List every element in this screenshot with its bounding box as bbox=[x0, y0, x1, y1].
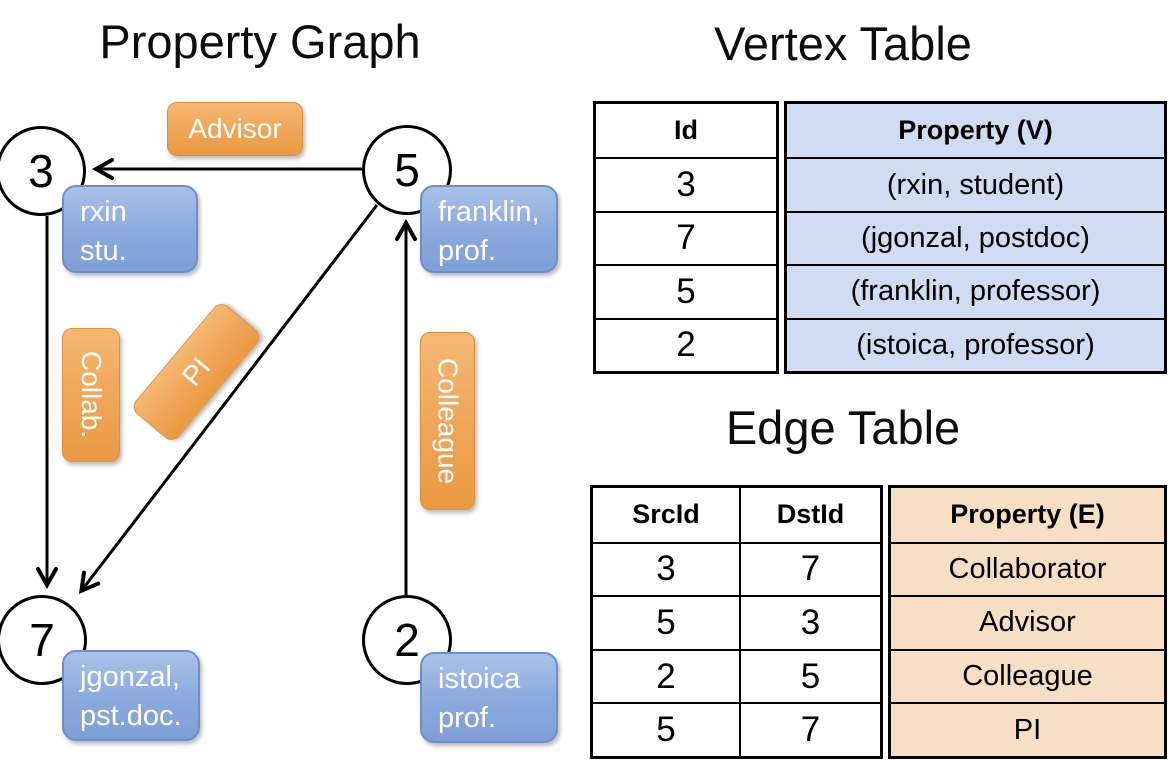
property-graph-title: Property Graph bbox=[99, 15, 421, 68]
table-row: 2 5 bbox=[593, 648, 880, 703]
edge-label-text: Colleague bbox=[432, 357, 464, 485]
vertex-table-property-cell: (franklin, professor) bbox=[787, 264, 1164, 317]
vertex-property-line: istoica bbox=[438, 663, 521, 695]
edge-table-property-header: Property (E) bbox=[950, 499, 1105, 530]
vertex-table-property-column: Property (V) (rxin, student) (jgonzal, p… bbox=[784, 101, 1167, 374]
edge-table-property-cell: Collaborator bbox=[891, 541, 1164, 596]
edge-table-srcid-cell: 2 bbox=[593, 648, 741, 703]
vertex-table-id-cell: 7 bbox=[596, 210, 776, 264]
edge-table-dstid-cell: 5 bbox=[741, 648, 880, 703]
edge-label-text: PI bbox=[175, 351, 217, 392]
table-row: 5 3 bbox=[593, 595, 880, 649]
edge-label-text: Collab. bbox=[76, 351, 107, 439]
edge-table-property-column: Property (E) Collaborator Advisor Collea… bbox=[888, 485, 1167, 759]
vertex-table-id-column: Id 3 7 5 2 bbox=[593, 101, 779, 374]
edge-line-pi-5-to-7 bbox=[82, 204, 379, 590]
vertex-property-line: prof. bbox=[438, 702, 497, 735]
edge-label-collab: Collab. bbox=[62, 328, 120, 462]
edge-label-colleague: Colleague bbox=[420, 332, 475, 510]
edge-table-property-cell: PI bbox=[891, 702, 1164, 756]
node-id-label: 2 bbox=[394, 614, 420, 666]
vertex-table-title: Vertex Table bbox=[714, 17, 972, 70]
vertex-property-box-rxin: rxin stu. bbox=[62, 185, 198, 273]
node-id-label: 7 bbox=[29, 614, 55, 666]
node-id-label: 5 bbox=[394, 144, 420, 196]
vertex-property-box-istoica: istoica prof. bbox=[420, 652, 558, 743]
edge-label-text: Advisor bbox=[188, 113, 282, 144]
edge-label-advisor: Advisor bbox=[167, 102, 303, 156]
vertex-table-property-cell: (istoica, professor) bbox=[787, 317, 1164, 371]
edge-table-srcid-cell: 5 bbox=[593, 702, 741, 756]
table-row: 5 7 bbox=[593, 702, 880, 756]
vertex-table-id-cell: 5 bbox=[596, 264, 776, 317]
table-row: 3 7 bbox=[593, 541, 880, 596]
node-id-label: 3 bbox=[28, 145, 54, 197]
vertex-property-box-jgonzal: jgonzal, pst.doc. bbox=[62, 650, 200, 741]
vertex-table-id-cell: 2 bbox=[596, 317, 776, 371]
vertex-table-id-cell: 3 bbox=[596, 157, 776, 210]
edge-table-property-cell: Colleague bbox=[891, 648, 1164, 703]
edge-table-dstid-cell: 7 bbox=[741, 541, 880, 596]
edge-table-property-cell: Advisor bbox=[891, 595, 1164, 649]
vertex-property-line: rxin bbox=[80, 196, 127, 228]
vertex-table-property-cell: (jgonzal, postdoc) bbox=[787, 210, 1164, 264]
edge-table-id-columns: SrcId DstId 3 7 5 3 2 5 5 7 bbox=[590, 485, 883, 759]
table-row: SrcId DstId bbox=[593, 488, 880, 542]
edge-table-title: Edge Table bbox=[725, 401, 961, 454]
vertex-table-property-header: Property (V) bbox=[898, 115, 1053, 146]
graph-edges-layer bbox=[0, 0, 585, 595]
vertex-table-id-header: Id bbox=[674, 115, 698, 146]
vertex-property-line: franklin, bbox=[438, 196, 540, 228]
edge-table-dstid-header: DstId bbox=[776, 499, 845, 530]
edge-table-dstid-cell: 3 bbox=[741, 595, 880, 649]
vertex-table-property-cell: (rxin, student) bbox=[787, 157, 1164, 210]
vertex-property-box-franklin: franklin, prof. bbox=[420, 185, 558, 273]
edge-table-srcid-cell: 3 bbox=[593, 541, 741, 596]
vertex-property-line: prof. bbox=[438, 235, 497, 268]
vertex-property-line: stu. bbox=[80, 235, 127, 268]
edge-table-srcid-cell: 5 bbox=[593, 595, 741, 649]
vertex-property-line: pst.doc. bbox=[80, 700, 182, 733]
edge-table-srcid-header: SrcId bbox=[593, 488, 741, 542]
vertex-property-line: jgonzal, bbox=[80, 661, 180, 693]
edge-table-dstid-cell: 7 bbox=[741, 702, 880, 756]
